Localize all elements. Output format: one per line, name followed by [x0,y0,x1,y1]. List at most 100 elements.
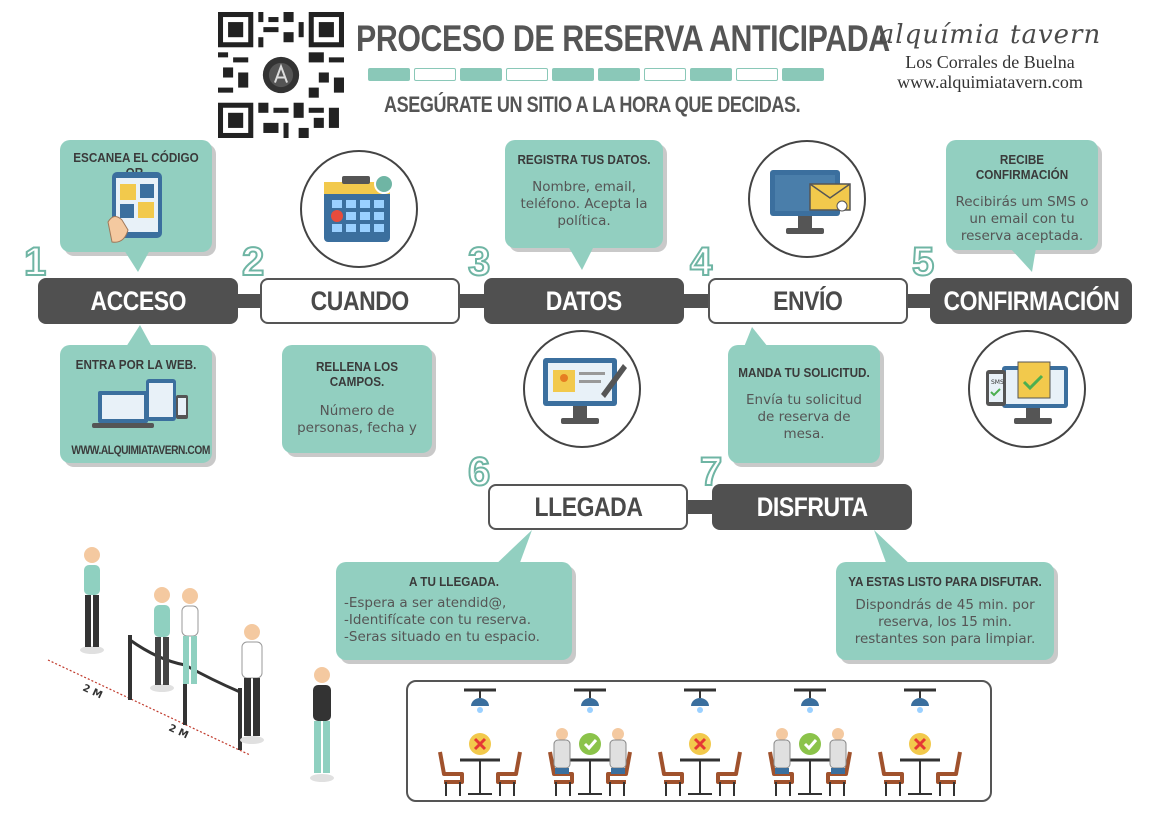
brand-location: Los Corrales de Buelna www.alquimiataver… [850,52,1130,92]
callout-solicitud: MANDA TU SOLICITUD. Envía tu solicitud d… [728,345,880,463]
step-number-3: 3 [467,239,491,285]
callout-confirmacion-text: Recibirás um SMS o un email con tu reser… [955,194,1089,244]
callout-confirmacion-pointer [1010,248,1036,272]
llegada-line: -Identifícate con tu reserva. [344,612,532,628]
table-group [878,688,962,796]
step-datos-label: DATOS [545,285,623,316]
svg-text:SMS: SMS [991,379,1004,386]
callout-web: ENTRA POR LA WEB. WWW.ALQUIMIATAVERN.COM [60,345,212,463]
lamp-icon [691,698,709,706]
step-number-5: 5 [911,239,935,285]
diner-figure [832,728,844,740]
email-monitor-circle [748,140,866,258]
diner-figure [556,728,568,740]
step-llegada: LLEGADA [488,484,688,530]
step-acceso-label: ACCESO [90,285,186,316]
chair-icon [768,751,794,784]
lamp-icon [471,698,489,706]
person-figure [181,588,199,684]
step-acceso: ACCESO [38,278,238,324]
chair-icon [548,751,574,784]
callout-disfrutar-title: YA ESTAS LISTO PARA DISFUTAR. [848,574,1042,589]
callout-web-title: ENTRA POR LA WEB. [75,357,197,372]
chair-icon [716,751,742,784]
chair-icon [936,751,962,784]
chair-icon [878,751,904,784]
check-icon [579,733,601,755]
step-confirmacion-label: CONFIRMACIÓN [943,285,1119,316]
callout-disfrutar: YA ESTAS LISTO PARA DISFUTAR. Dispondrás… [836,562,1054,660]
lamp-icon [581,698,599,706]
diner-figure [612,728,624,740]
website-link[interactable]: www.alquimiatavern.com [897,72,1083,92]
step-envio: ENVÍO [708,278,908,324]
person-figure [150,587,174,692]
callout-disfrutar-pointer [874,530,914,568]
calendar-icon [324,174,394,242]
step-cuando: CUANDO [260,278,460,324]
step-llegada-label: LLEGADA [534,491,642,522]
table-group [548,688,632,796]
callout-qr: ESCANEA EL CÓDIGO QR. [60,140,212,252]
step-number-4: 4 [689,239,713,285]
step-disfruta-label: DISFRUTA [756,491,868,522]
chair-icon [438,751,464,784]
queue-illustration: 2 M 2 M [47,547,334,782]
step-cuando-label: CUANDO [310,285,410,316]
person-figure [310,667,334,782]
email-monitor-icon [770,170,851,234]
callout-campos-title: RELLENA LOS CAMPOS. [315,359,399,389]
callout-confirmacion: RECIBE CONFIRMACIÓN Recibirás um SMS o u… [946,140,1098,250]
table-group [438,688,522,796]
confirmation-circle: SMS [968,330,1086,448]
chair-icon [658,751,684,784]
phone-scan-icon [107,172,162,243]
callout-llegada: A TU LLEGADA. -Espera a ser atendid@, -I… [336,562,572,660]
location-text: Los Corrales de Buelna [905,52,1075,72]
calendar-circle [300,150,418,268]
callout-web-url[interactable]: WWW.ALQUIMIATAVERN.COM [71,443,210,457]
chair-icon [496,751,522,784]
callout-datos-title: REGISTRA TUS DATOS. [517,152,651,167]
llegada-line: -Espera a ser atendid@, [344,595,507,611]
callout-confirmacion-title: RECIBE CONFIRMACIÓN [975,152,1069,182]
tables-illustration [438,688,962,796]
step-datos: DATOS [484,278,684,324]
callout-qr-pointer [124,250,150,272]
callout-llegada-title: A TU LLEGADA. [409,574,499,589]
callout-campos: RELLENA LOS CAMPOS. Número de personas, … [282,345,432,453]
step-number-7: 7 [699,449,723,495]
callout-datos-text: Nombre, email, teléfono. Acepta la polít… [520,179,648,229]
table-group [768,688,852,796]
lamp-icon [801,698,819,706]
step-number-2: 2 [241,239,265,285]
page-subtitle: ASEGÚRATE UN SITIO A LA HORA QUE DECIDAS… [384,92,801,117]
callout-llegada-pointer [492,530,532,568]
distance-label: 2 M [81,683,104,702]
tables-panel [406,680,992,802]
lamp-icon [911,698,929,706]
form-monitor-icon [543,358,627,424]
step-disfruta: DISFRUTA [712,484,912,530]
brand-logo: alquímia tavern [878,20,1102,50]
callout-web-pointer [126,325,152,347]
table-group [658,688,742,796]
llegada-line: -Seras situado en tu espacio. [344,629,540,645]
step-envio-label: ENVÍO [773,285,843,316]
chair-icon [606,751,632,784]
callout-solicitud-title: MANDA TU SOLICITUD. [738,365,870,380]
callout-datos-pointer [568,246,594,270]
diner-figure [776,728,788,740]
step-confirmacion: CONFIRMACIÓN [930,278,1132,324]
callout-campos-text: Número de personas, fecha y [297,403,417,436]
confirmation-devices-icon: SMS [986,361,1068,424]
callout-disfrutar-text: Dispondrás de 45 min. por reserva, los 1… [854,597,1036,647]
chair-icon [826,751,852,784]
qr-code-icon[interactable] [218,12,344,138]
form-monitor-circle [523,330,641,448]
person-figure [240,624,264,744]
page-title: PROCESO DE RESERVA ANTICIPADA [356,18,890,59]
title-divider [368,68,824,81]
person-figure [80,547,104,654]
check-icon [799,733,821,755]
